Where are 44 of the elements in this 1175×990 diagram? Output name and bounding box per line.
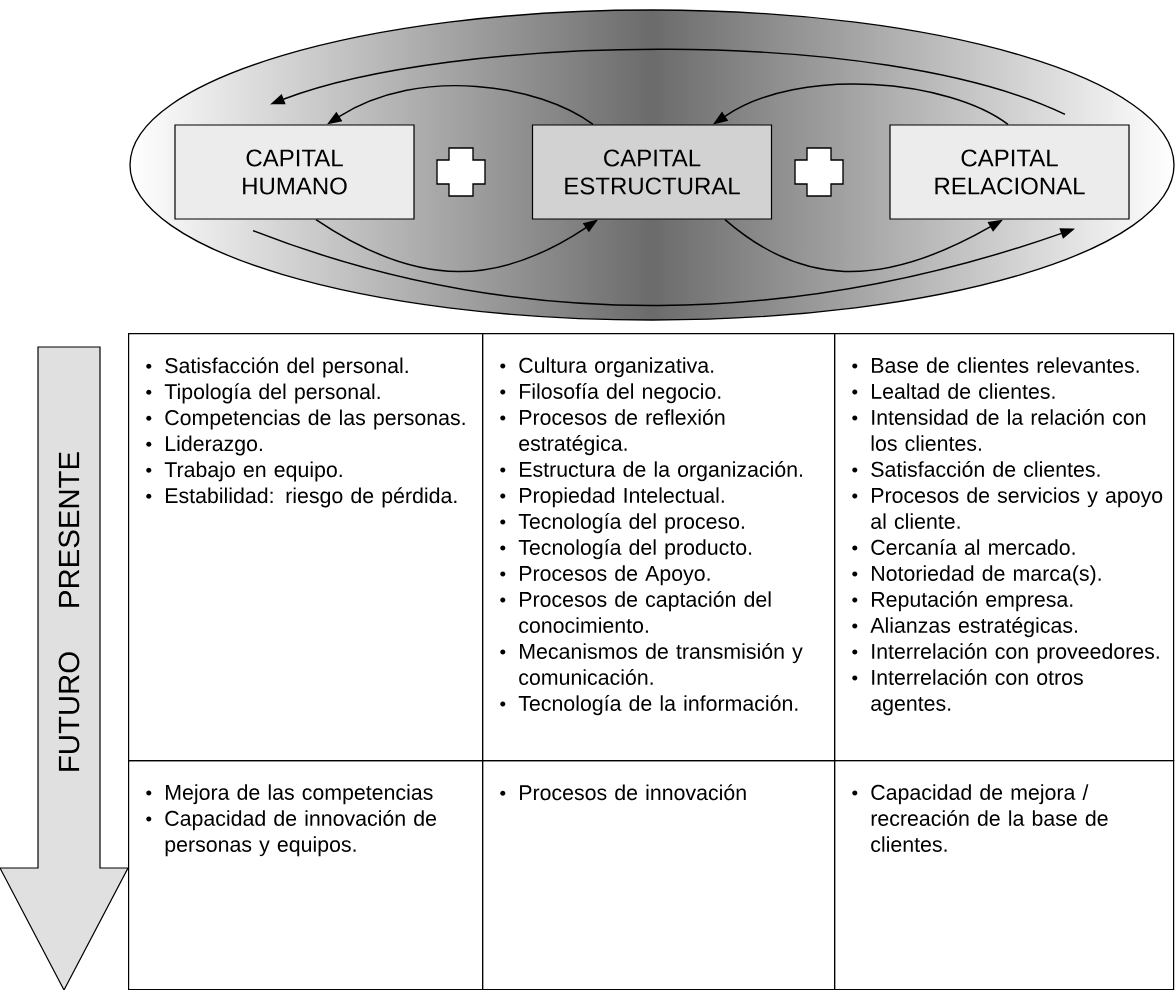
list-item: Tecnología de la información. bbox=[500, 695, 798, 716]
list-item: Interrelación con proveedores. bbox=[852, 643, 1159, 664]
list-item: Capacidad de mejora / recreación de la base de clientes. bbox=[852, 784, 1108, 852]
arrow-label: PRESENTE bbox=[58, 452, 80, 607]
list-item: Mejora de las competencias bbox=[146, 784, 433, 805]
capital-box: CAPITAL HUMANO bbox=[174, 124, 415, 220]
list-item: Trabajo en equipo. bbox=[146, 461, 342, 482]
list-item: Tecnología del producto. bbox=[500, 539, 752, 560]
list-item: Procesos de innovación bbox=[500, 784, 746, 801]
arrow-label: FUTURO bbox=[58, 652, 80, 771]
list-item: Propiedad Intelectual. bbox=[500, 487, 724, 508]
list-item: Competencias de las personas. bbox=[146, 409, 465, 430]
list-item: Interrelación con otros agentes. bbox=[852, 669, 1083, 716]
capital-box: CAPITAL ESTRUCTURAL bbox=[531, 124, 773, 220]
list-item: Procesos de reflexión estratégica. bbox=[500, 409, 725, 456]
table-cell bbox=[834, 333, 1175, 762]
list-item: Cercanía al mercado. bbox=[852, 539, 1075, 555]
timeline-arrow bbox=[0, 346, 129, 990]
list-item: Satisfacción del personal. bbox=[146, 357, 408, 378]
list-item: Filosofía del negocio. bbox=[500, 383, 721, 404]
list-item: Tipología del personal. bbox=[146, 383, 380, 404]
list-item: Tecnología del proceso. bbox=[500, 513, 744, 534]
list-item: Intensidad de la relación con los clientes. bbox=[852, 409, 1146, 451]
table-cell bbox=[834, 760, 1175, 990]
list-item: Alianzas estratégicas. bbox=[852, 617, 1077, 638]
list-item: Procesos de servicios y apoyo al cliente. bbox=[852, 487, 1163, 529]
list-item: Cultura organizativa. bbox=[500, 357, 714, 378]
list-item: Estabilidad: riesgo de pérdida. bbox=[146, 487, 457, 508]
capital-box: CAPITAL RELACIONAL bbox=[889, 124, 1130, 220]
list-item: Capacidad de innovación de personas y equipos. bbox=[146, 810, 437, 857]
table-cell bbox=[482, 333, 836, 762]
list-item: Base de clientes relevantes. bbox=[852, 357, 1139, 373]
table-cell bbox=[482, 760, 836, 990]
list-item: Liderazgo. bbox=[146, 435, 262, 456]
list-item: Mecanismos de transmisión y comunicación. bbox=[500, 643, 803, 685]
list-item: Procesos de captación del conocimiento. bbox=[500, 591, 771, 633]
list-item: Procesos de Apoyo. bbox=[500, 565, 710, 586]
list-item: Estructura de la organización. bbox=[500, 461, 803, 482]
table-cell bbox=[128, 760, 484, 990]
list-item: Satisfacción de clientes. bbox=[852, 461, 1100, 477]
list-item: Notoriedad de marca(s). bbox=[852, 565, 1101, 586]
list-item: Reputación empresa. bbox=[852, 591, 1073, 612]
table-cell bbox=[128, 333, 484, 762]
list-item: Lealtad de clientes. bbox=[852, 383, 1055, 399]
